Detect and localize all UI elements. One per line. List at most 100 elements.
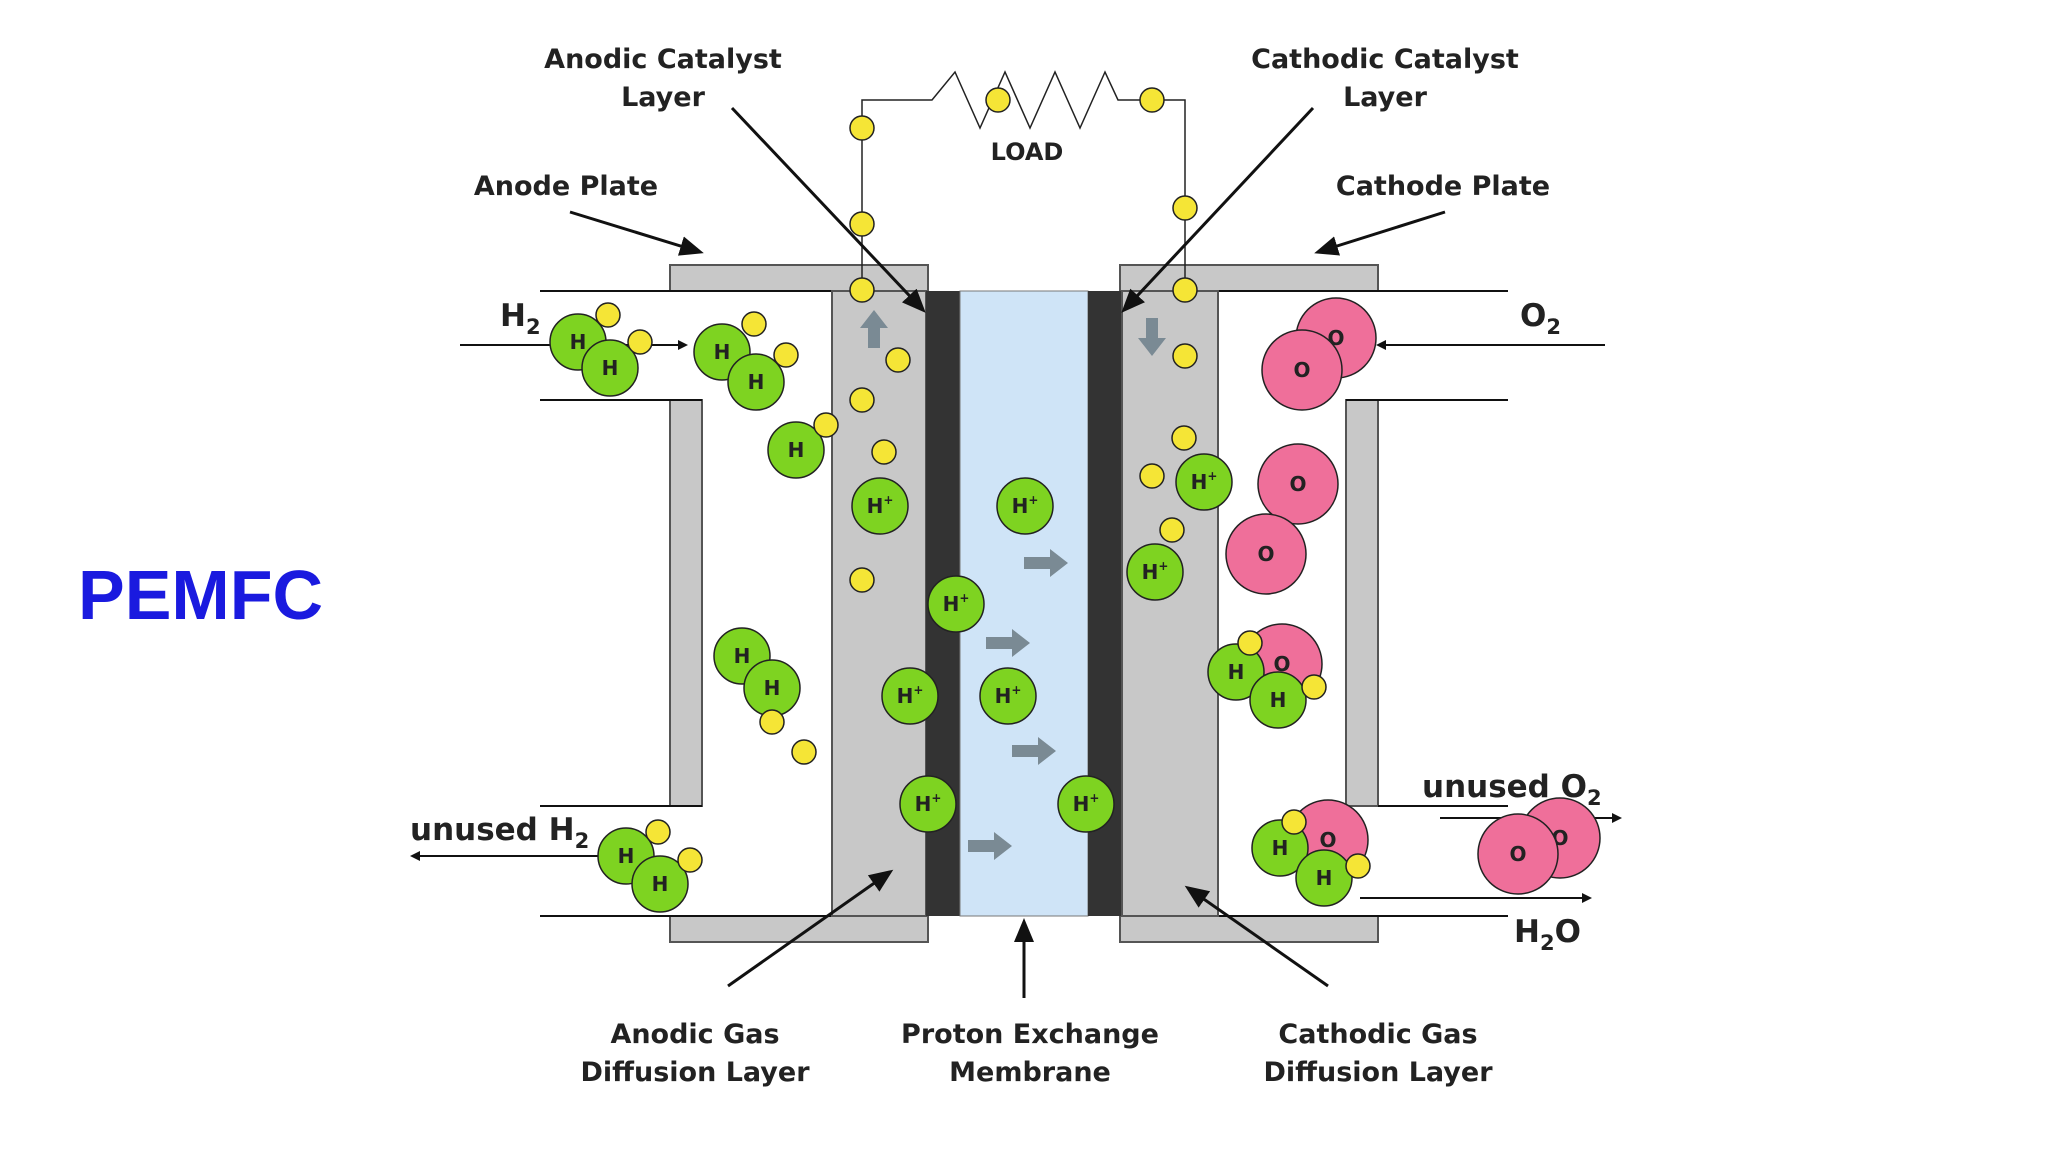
electron (741, 311, 767, 337)
electron (1281, 809, 1307, 835)
hydrogen-atom-label: H (788, 438, 805, 462)
proton (996, 477, 1054, 535)
water-label: H2O (1514, 914, 1581, 955)
hydrogen-atom (631, 855, 689, 913)
electron (1172, 277, 1198, 303)
anodic-catalyst-pointer (730, 106, 926, 313)
hydrogen-atom-label: H (1316, 866, 1333, 890)
hydrogen-atom (767, 421, 825, 479)
proton-label: H+ (943, 591, 970, 616)
oxygen-atom-label: O (1257, 542, 1274, 566)
cathodic-catalyst-label-line1: Cathodic Catalyst (1251, 44, 1519, 75)
proton (899, 775, 957, 833)
electron (849, 115, 875, 141)
electron (595, 302, 621, 328)
electron (791, 739, 817, 765)
cathodic-gdl-label-line2: Diffusion Layer (1263, 1057, 1493, 1088)
electron (645, 819, 671, 845)
anode-plate-top (669, 264, 929, 292)
electron-up-arrow (860, 310, 888, 348)
oxygen-atom-label: O (1273, 652, 1290, 676)
proton-arrow (986, 629, 1030, 657)
hydrogen-atom-label: H (570, 330, 587, 354)
cathodic-catalyst-pointer (1121, 106, 1315, 313)
proton-flow-arrows (968, 549, 1068, 860)
o2-inflow-label: O2 (1520, 298, 1561, 339)
anode-plate-pointer (569, 210, 704, 256)
electron (1172, 195, 1198, 221)
electron (985, 87, 1011, 113)
proton-label: H+ (915, 791, 942, 816)
hydrogen-atom-label: H (764, 676, 781, 700)
cathodic-catalyst-label-line2: Layer (1343, 82, 1428, 113)
cathode-inner-wall (1345, 399, 1379, 807)
hydrogen-atom-label: H (748, 370, 765, 394)
electron (849, 387, 875, 413)
anode-plate-label: Anode Plate (474, 171, 658, 202)
oxygen-atom-label: O (1319, 828, 1336, 852)
electron (1301, 674, 1327, 700)
hydrogen-atom-label: H (652, 872, 669, 896)
hydrogen-atom (1249, 671, 1307, 729)
electron (1172, 343, 1198, 369)
oxygen-atom (1261, 329, 1343, 411)
electron (1159, 517, 1185, 543)
electron (1171, 425, 1197, 451)
proton (1175, 453, 1233, 511)
electron (849, 567, 875, 593)
pem-label-line2: Membrane (949, 1057, 1111, 1088)
electron (849, 277, 875, 303)
hydrogen-atom (727, 353, 785, 411)
hydrogen-atom-label: H (1272, 836, 1289, 860)
hydrogen-atom-label: H (734, 644, 751, 668)
cathode-plate-pointer (1314, 210, 1446, 256)
electron (1139, 87, 1165, 113)
electron (677, 847, 703, 873)
proton (851, 477, 909, 535)
proton (1057, 775, 1115, 833)
cathodic-gdl-label-line1: Cathodic Gas (1278, 1019, 1477, 1050)
hydrogen-atom-label: H (1228, 660, 1245, 684)
hydrogen-atom-label: H (602, 356, 619, 380)
electron (849, 211, 875, 237)
electron-flow-arrows (860, 310, 1166, 356)
electron (813, 412, 839, 438)
oxygen-atom (1225, 513, 1307, 595)
oxygen-atom (1477, 813, 1559, 895)
anodic-catalyst-label-line2: Layer (621, 82, 706, 113)
proton (979, 667, 1037, 725)
h2-inflow-label: H2 (500, 298, 541, 339)
proton (881, 667, 939, 725)
electron (627, 329, 653, 355)
electron (871, 439, 897, 465)
anodic-catalyst-label-line1: Anodic Catalyst (544, 44, 782, 75)
cathodic-gdl-pointer (1184, 885, 1329, 988)
hydrogen-atom-label: H (618, 844, 635, 868)
oxygen-atom-label: O (1509, 842, 1526, 866)
hydrogen-atom-label: H (714, 340, 731, 364)
oxygen-atom-label: O (1289, 472, 1306, 496)
oxygen-atom (1257, 443, 1339, 525)
external-circuit-wire (861, 70, 1186, 291)
electron (1139, 463, 1165, 489)
proton-arrow (968, 832, 1012, 860)
proton-arrow (1012, 737, 1056, 765)
oxygen-atom-label: O (1293, 358, 1310, 382)
electron-down-arrow (1138, 318, 1166, 356)
anodic-gdl-label-line2: Diffusion Layer (580, 1057, 810, 1088)
anodic-gdl-label-line1: Anodic Gas (610, 1019, 779, 1050)
electron (885, 347, 911, 373)
cathode-plate-label: Cathode Plate (1336, 171, 1550, 202)
hydrogen-atom (1295, 849, 1353, 907)
hydrogen-atom (1207, 643, 1265, 701)
electron (1237, 630, 1263, 656)
cathodic-gas-diffusion-layer (1121, 290, 1219, 917)
electron (773, 342, 799, 368)
unused-h2-label: unused H2 (410, 812, 589, 853)
hydrogen-atom (581, 339, 639, 397)
anode-plate-bottom (669, 915, 929, 943)
electron (1345, 853, 1371, 879)
cathode-plate-top (1119, 264, 1379, 292)
